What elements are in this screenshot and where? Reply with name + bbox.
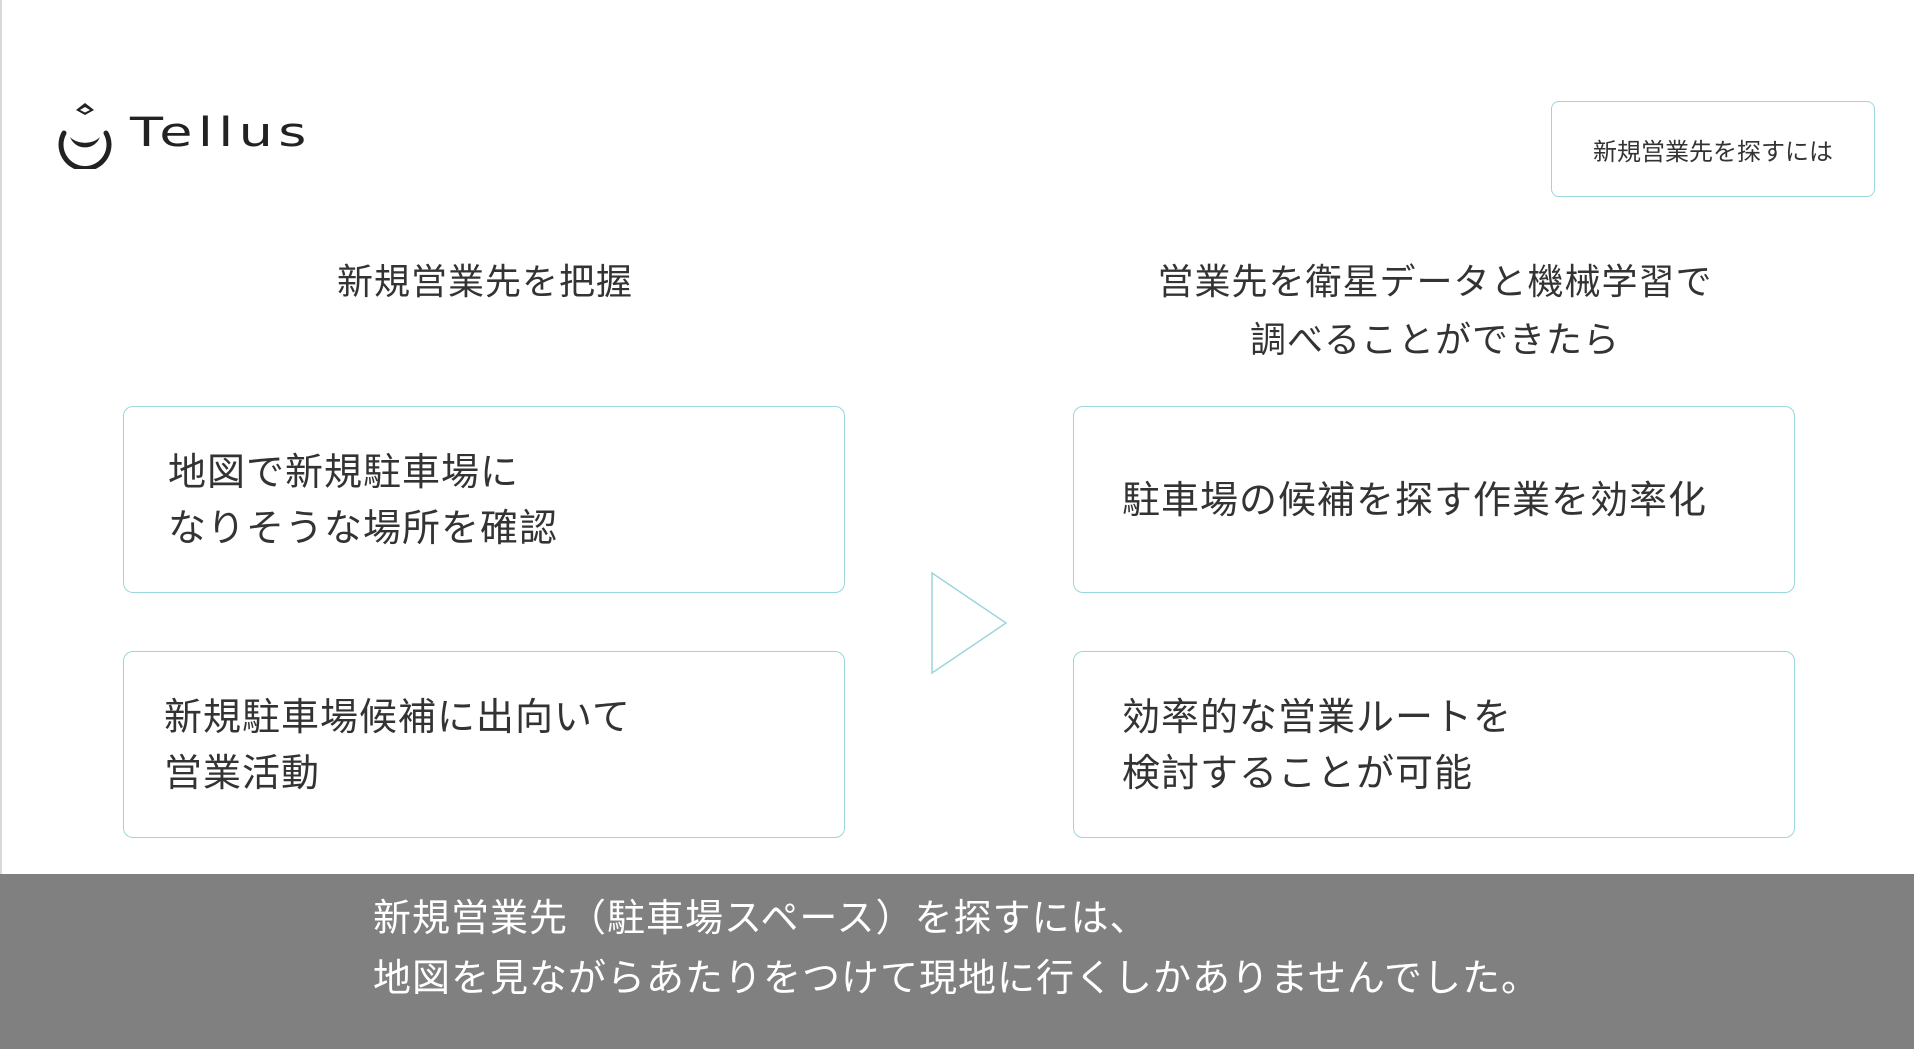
caption-line: 新規営業先（駐車場スペース）を探すには、 [373,896,1149,940]
right-card-sales-route: 効率的な営業ルートを 検討することが可能 [1073,651,1795,838]
caption-line: 地図を見ながらあたりをつけて現地に行くしかありませんでした。 [373,956,1540,1000]
card-text-line: 駐車場の候補を探す作業を効率化 [1122,477,1708,522]
tellus-logo: Tellus [52,96,306,170]
arrow-right-icon [931,571,1008,675]
card-text-line: 効率的な営業ルートを [1122,694,1513,739]
caption-text: 新規営業先（駐車場スペース）を探すには、 地図を見ながらあたりをつけて現地に行く… [373,888,1540,1008]
caption-bar [0,874,1914,1049]
card-text-line: 検討することが可能 [1122,750,1474,795]
logo-wordmark: Tellus [130,110,312,156]
tellus-logo-icon [58,103,112,169]
right-heading-line: 調べることができたら [1249,320,1620,361]
card-text-line: なりそうな場所を確認 [168,505,559,550]
left-card-sales-visit: 新規駐車場候補に出向いて 営業活動 [123,651,845,838]
card-text-line: 新規駐車場候補に出向いて [164,694,631,739]
header-tag: 新規営業先を探すには [1551,101,1875,197]
left-column-heading: 新規営業先を把握 [336,262,633,303]
card-text-line: 営業活動 [164,750,321,795]
right-card-efficient-search: 駐車場の候補を探す作業を効率化 [1073,406,1795,593]
slide-left-edge [0,0,2,1049]
card-text-line: 地図で新規駐車場に [168,449,520,494]
left-card-confirm-location: 地図で新規駐車場に なりそうな場所を確認 [123,406,845,593]
right-heading-line: 営業先を衛星データと機械学習で [1157,262,1713,303]
right-column-heading: 営業先を衛星データと機械学習で 調べることができたら [1073,254,1797,370]
